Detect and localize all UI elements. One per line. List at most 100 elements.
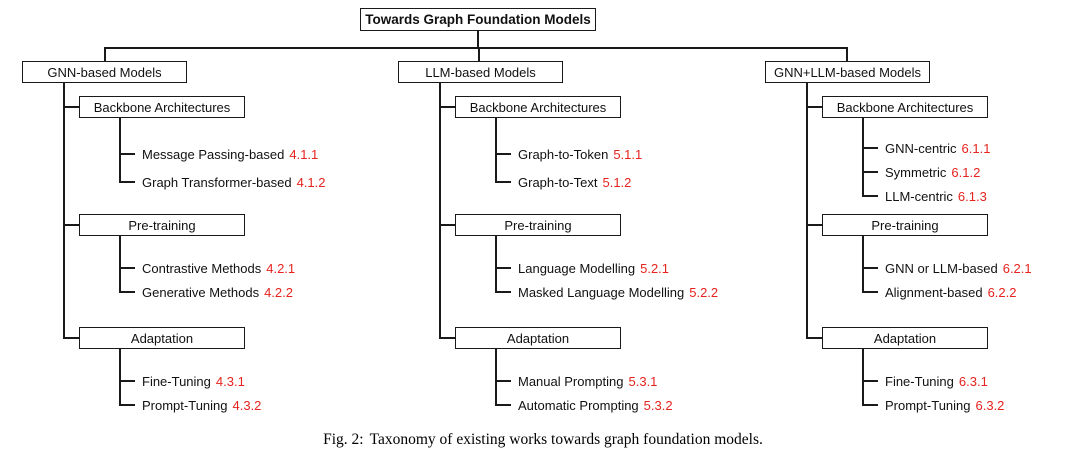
leaf-label: Contrastive Methods xyxy=(142,260,262,276)
leaf-label: Language Modelling xyxy=(518,260,636,276)
section-number: 5.2.1 xyxy=(640,260,670,276)
section-number: 6.2.1 xyxy=(1002,260,1032,276)
leaf-node: LLM-centric 6.1.3 xyxy=(862,184,990,208)
leaf-label: Graph-to-Text xyxy=(518,174,598,190)
leaf-list-backbone: Message Passing-based 4.1.1 Graph Transf… xyxy=(119,140,326,196)
leaf-node: Symmetric 6.1.2 xyxy=(862,160,990,184)
section-number: 6.1.3 xyxy=(957,188,987,204)
group-connector-line xyxy=(63,337,79,339)
column-gnn-llm-based: GNN+LLM-based Models Backbone Architectu… xyxy=(765,61,1086,433)
section-number: 4.2.1 xyxy=(266,260,296,276)
leaf-list-pretraining: Contrastive Methods 4.2.1 Generative Met… xyxy=(119,256,295,304)
leaf-label: Fine-Tuning xyxy=(142,373,211,389)
branch-spine-line xyxy=(63,83,65,338)
column-gnn-based: GNN-based Models Backbone Architectures … xyxy=(22,61,352,433)
figure-caption-text: Taxonomy of existing works towards graph… xyxy=(369,431,763,448)
leaf-node: Prompt-Tuning 4.3.2 xyxy=(119,393,261,417)
leaf-node: Language Modelling 5.2.1 xyxy=(495,256,718,280)
leaf-node: Message Passing-based 4.1.1 xyxy=(119,140,326,168)
leaf-list-pretraining: Language Modelling 5.2.1 Masked Language… xyxy=(495,256,718,304)
leaf-list-pretraining: GNN or LLM-based 6.2.1 Alignment-based 6… xyxy=(862,256,1032,304)
root-node: Towards Graph Foundation Models xyxy=(360,8,596,31)
drop-line-middle xyxy=(478,47,480,61)
group-node-pretraining: Pre-training xyxy=(455,214,621,236)
group-node-adaptation: Adaptation xyxy=(822,327,988,349)
branch-node-gnn: GNN-based Models xyxy=(22,61,187,83)
section-number: 6.3.2 xyxy=(975,397,1005,413)
group-connector-line xyxy=(439,106,455,108)
branch-spine-line xyxy=(806,83,808,338)
leaf-label: Message Passing-based xyxy=(142,146,285,162)
leaf-node: Masked Language Modelling 5.2.2 xyxy=(495,280,718,304)
section-number: 5.1.1 xyxy=(613,146,643,162)
section-number: 4.1.2 xyxy=(296,174,326,190)
figure-caption-label: Fig. 2: xyxy=(323,431,364,448)
leaf-node: Generative Methods 4.2.2 xyxy=(119,280,295,304)
group-connector-line xyxy=(806,337,822,339)
leaf-label: Automatic Prompting xyxy=(518,397,639,413)
group-connector-line xyxy=(806,106,822,108)
branch-spine-line xyxy=(439,83,441,338)
group-node-backbone: Backbone Architectures xyxy=(455,96,621,118)
leaf-label: Symmetric xyxy=(885,164,947,180)
leaf-label: Graph Transformer-based xyxy=(142,174,292,190)
section-number: 4.1.1 xyxy=(289,146,319,162)
section-number: 5.3.2 xyxy=(643,397,673,413)
leaf-node: GNN or LLM-based 6.2.1 xyxy=(862,256,1032,280)
group-node-adaptation: Adaptation xyxy=(455,327,621,349)
leaf-node: Fine-Tuning 4.3.1 xyxy=(119,369,261,393)
section-number: 5.1.2 xyxy=(602,174,632,190)
top-connector-line xyxy=(104,47,847,49)
group-node-backbone: Backbone Architectures xyxy=(822,96,988,118)
leaf-list-adaptation: Fine-Tuning 4.3.1 Prompt-Tuning 4.3.2 xyxy=(119,369,261,417)
leaf-node: Graph-to-Token 5.1.1 xyxy=(495,140,642,168)
group-node-pretraining: Pre-training xyxy=(79,214,245,236)
leaf-list-adaptation: Fine-Tuning 6.3.1 Prompt-Tuning 6.3.2 xyxy=(862,369,1004,417)
column-llm-based: LLM-based Models Backbone Architectures … xyxy=(398,61,728,433)
drop-line-right xyxy=(846,47,848,61)
section-number: 4.3.2 xyxy=(232,397,262,413)
group-connector-line xyxy=(63,224,79,226)
leaf-label: Manual Prompting xyxy=(518,373,624,389)
leaf-node: Manual Prompting 5.3.1 xyxy=(495,369,673,393)
group-node-pretraining: Pre-training xyxy=(822,214,988,236)
group-node-backbone: Backbone Architectures xyxy=(79,96,245,118)
leaf-list-backbone: GNN-centric 6.1.1 Symmetric 6.1.2 LLM-ce… xyxy=(862,136,990,208)
section-number: 4.3.1 xyxy=(215,373,245,389)
section-number: 4.2.2 xyxy=(264,284,293,300)
leaf-list-backbone: Graph-to-Token 5.1.1 Graph-to-Text 5.1.2 xyxy=(495,140,642,196)
leaf-label: Graph-to-Token xyxy=(518,146,609,162)
section-number: 5.2.2 xyxy=(689,284,719,300)
leaf-node: Alignment-based 6.2.2 xyxy=(862,280,1032,304)
root-stem-line xyxy=(477,31,479,47)
leaf-label: LLM-centric xyxy=(885,188,953,204)
branch-node-llm: LLM-based Models xyxy=(398,61,563,83)
leaf-node: Graph Transformer-based 4.1.2 xyxy=(119,168,326,196)
leaf-node: Fine-Tuning 6.3.1 xyxy=(862,369,1004,393)
leaf-label: Prompt-Tuning xyxy=(885,397,971,413)
group-connector-line xyxy=(439,337,455,339)
branch-node-gnn-llm: GNN+LLM-based Models xyxy=(765,61,930,83)
group-connector-line xyxy=(439,224,455,226)
leaf-label: GNN-centric xyxy=(885,140,957,156)
section-number: 5.3.1 xyxy=(628,373,658,389)
group-connector-line xyxy=(63,106,79,108)
section-number: 6.1.1 xyxy=(961,140,991,156)
drop-line-left xyxy=(104,47,106,61)
leaf-label: GNN or LLM-based xyxy=(885,260,998,276)
leaf-label: Masked Language Modelling xyxy=(518,284,685,300)
leaf-node: Prompt-Tuning 6.3.2 xyxy=(862,393,1004,417)
leaf-node: Automatic Prompting 5.3.2 xyxy=(495,393,673,417)
leaf-node: GNN-centric 6.1.1 xyxy=(862,136,990,160)
leaf-label: Prompt-Tuning xyxy=(142,397,228,413)
group-connector-line xyxy=(806,224,822,226)
leaf-node: Contrastive Methods 4.2.1 xyxy=(119,256,295,280)
leaf-list-adaptation: Manual Prompting 5.3.1 Automatic Prompti… xyxy=(495,369,673,417)
section-number: 6.2.2 xyxy=(987,284,1017,300)
leaf-node: Graph-to-Text 5.1.2 xyxy=(495,168,642,196)
section-number: 6.1.2 xyxy=(951,164,981,180)
section-number: 6.3.1 xyxy=(958,373,988,389)
leaf-label: Generative Methods xyxy=(142,284,260,300)
leaf-label: Alignment-based xyxy=(885,284,983,300)
group-node-adaptation: Adaptation xyxy=(79,327,245,349)
